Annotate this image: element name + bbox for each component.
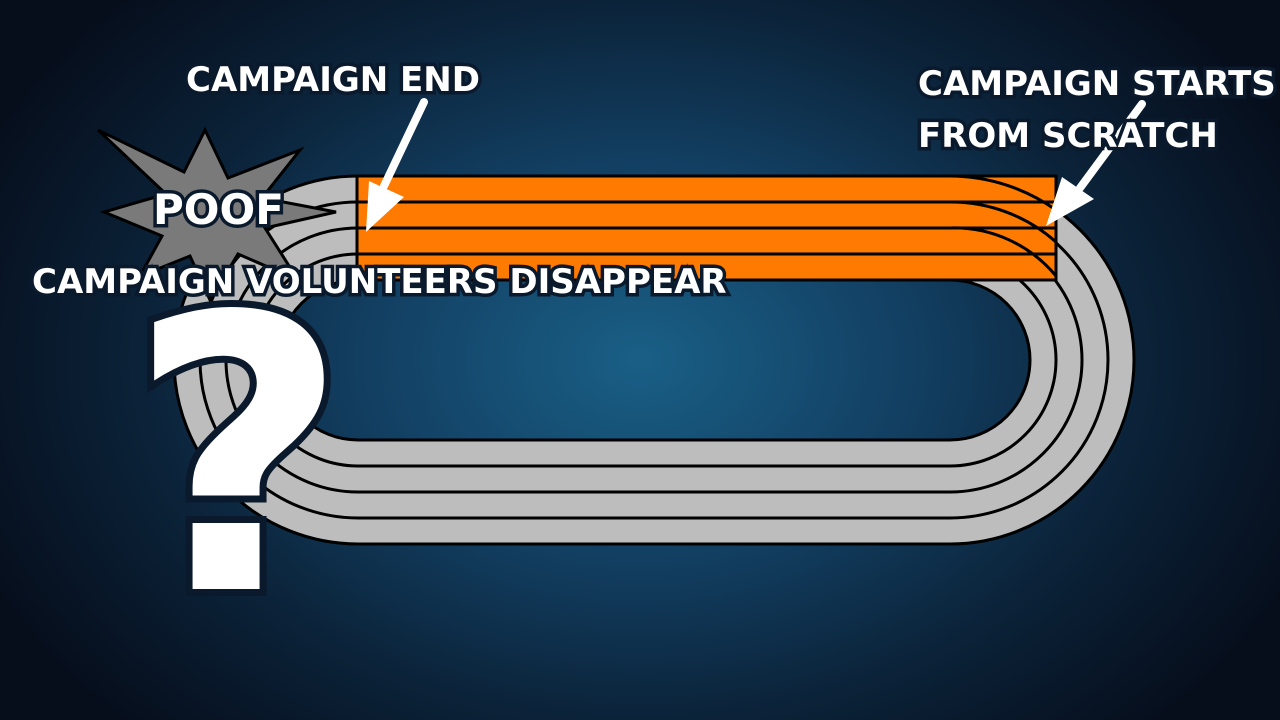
question-mark: ?: [121, 236, 355, 679]
lane-divider-2: [224, 226, 1084, 494]
arrow-icon: [1046, 100, 1146, 226]
lane-divider-3: [250, 252, 1058, 468]
campaign-end-label: CAMPAIGN END: [183, 57, 484, 104]
race-track: [172, 174, 1136, 546]
volunteers-disappear-label: CAMPAIGN VOLUNTEERS DISAPPEAR: [29, 259, 731, 306]
arrow-icon: [366, 98, 428, 232]
poof-label: POOF: [150, 182, 288, 238]
campaign-starts-label: CAMPAIGN STARTS FROM SCRATCH: [915, 61, 1280, 160]
starburst-icon: [96, 126, 337, 304]
